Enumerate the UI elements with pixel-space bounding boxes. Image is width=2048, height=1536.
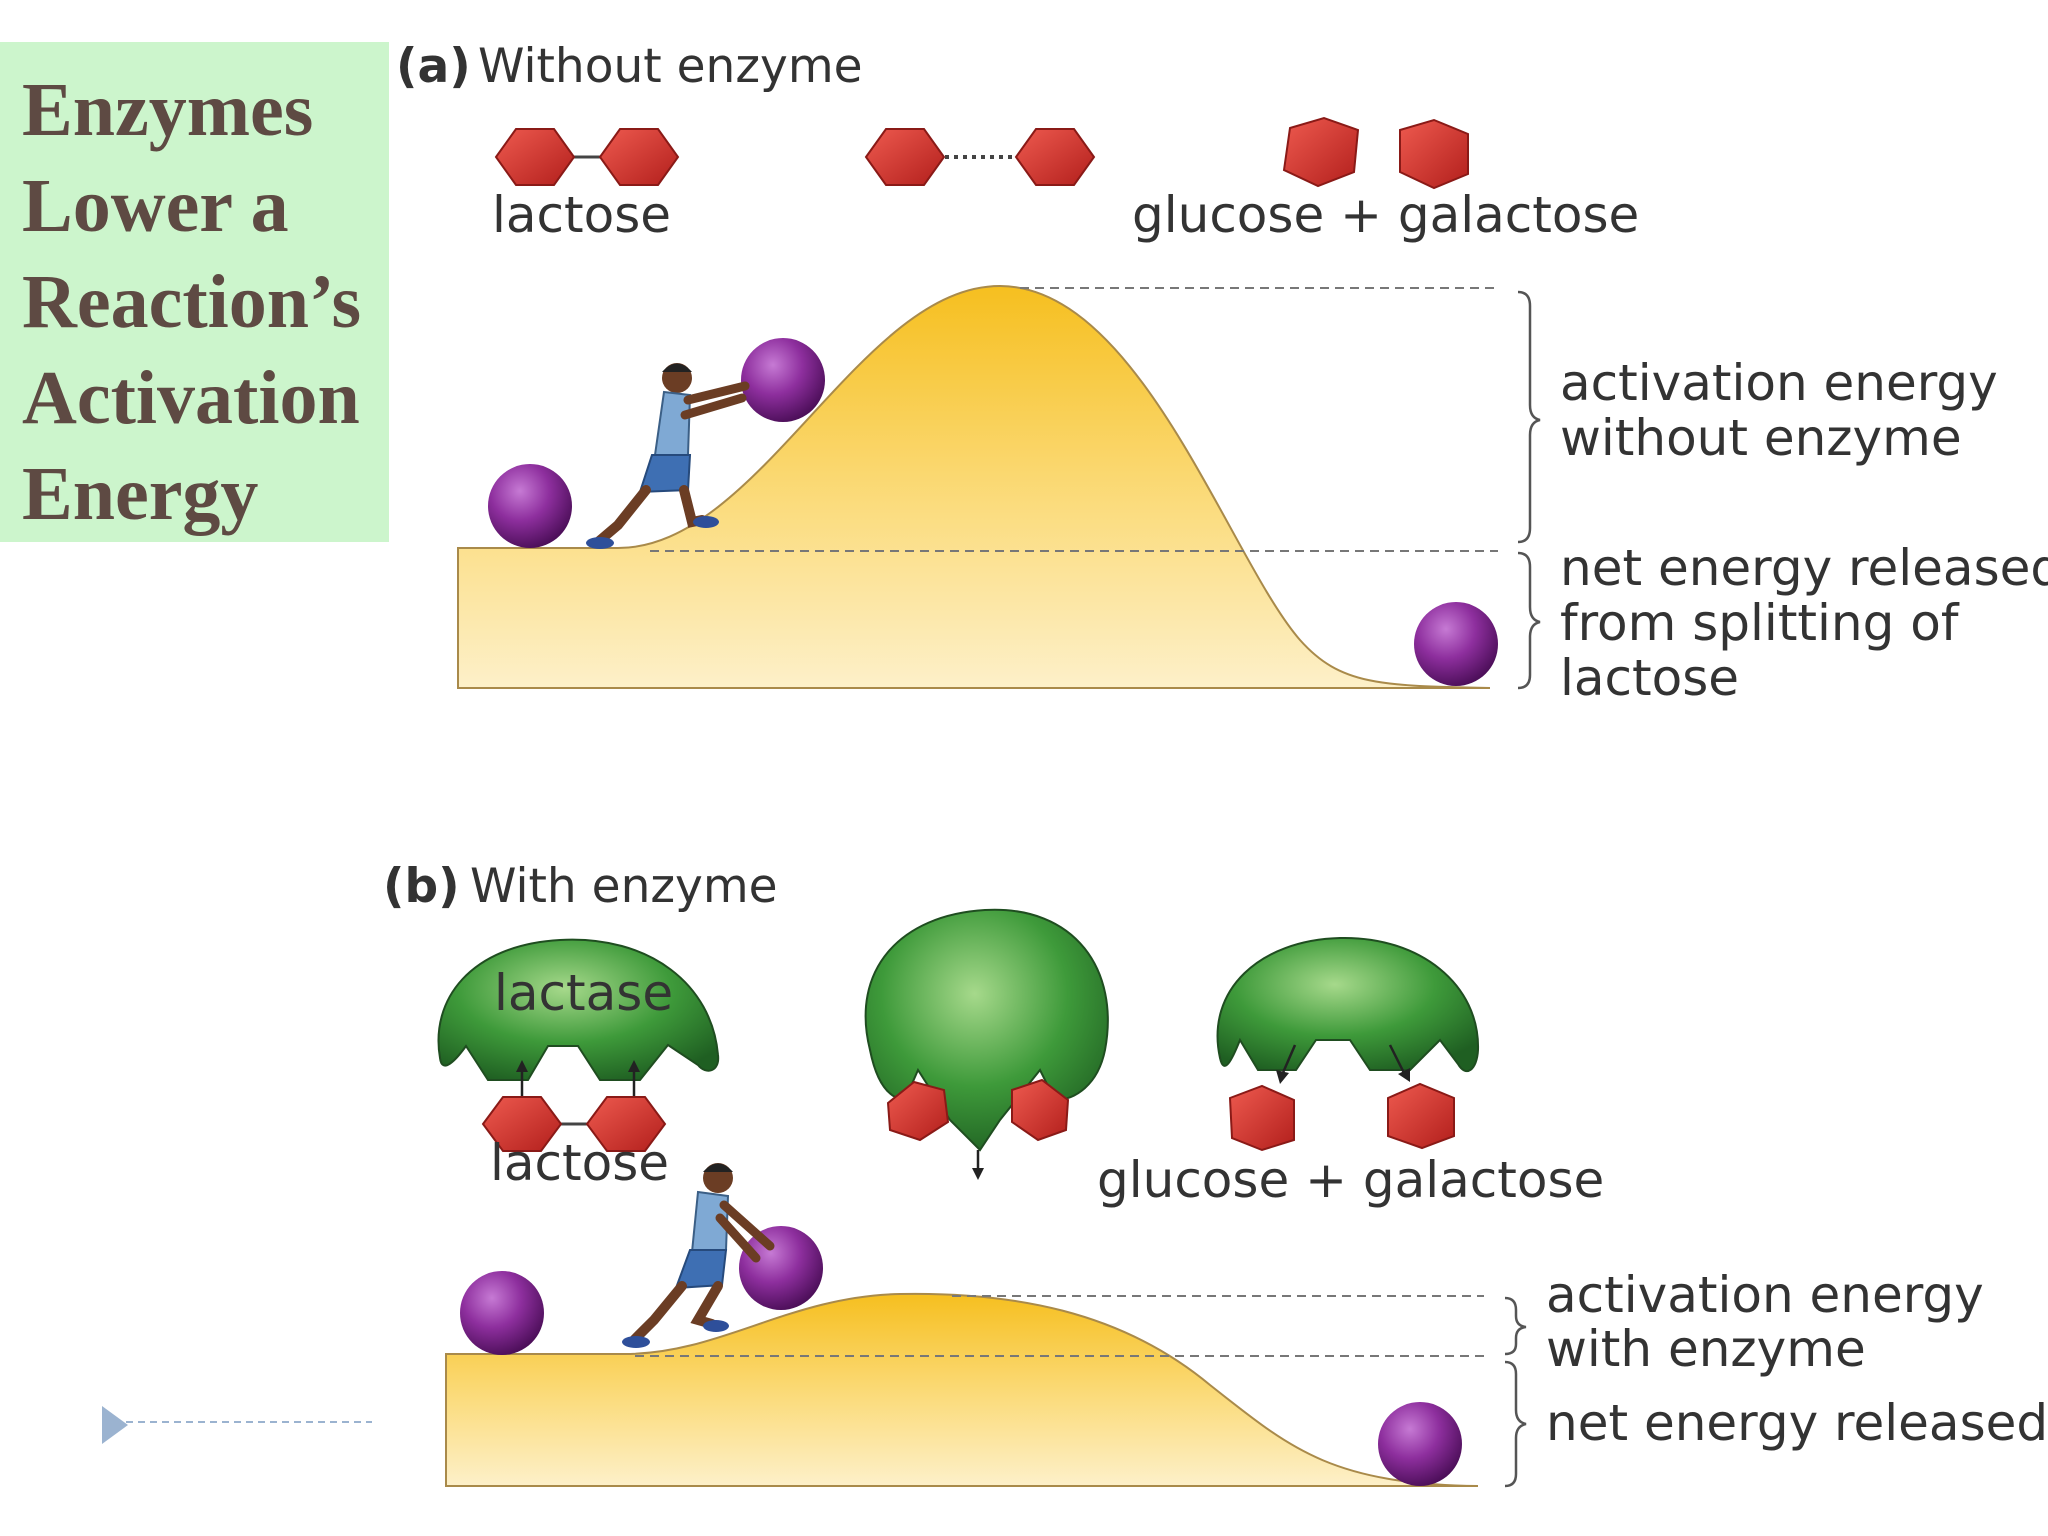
title-line-4: Activation <box>22 356 360 440</box>
panel-a-net-label-3: lactose <box>1560 649 1739 707</box>
panel-b: (b) With enzyme lactase lactose <box>383 859 2048 1488</box>
title-box: Enzymes Lower a Reaction’s Activation En… <box>0 42 389 542</box>
panel-b-net-brace <box>1504 1360 1527 1488</box>
panel-b-marker: (b) <box>383 859 460 914</box>
purple-ball-icon <box>741 338 825 422</box>
panel-b-activation-brace <box>1504 1296 1527 1356</box>
title-line-3: Reaction’s <box>22 260 362 344</box>
release-arrow-icon <box>1280 1044 1297 1076</box>
panel-a-net-brace <box>1517 551 1541 690</box>
panel-a-activation-label-2: without enzyme <box>1560 409 1962 467</box>
panel-a-net-label-2: from splitting of <box>1560 594 1960 652</box>
panel-a-activation-brace <box>1517 290 1541 544</box>
title-line-1: Enzymes <box>22 68 314 152</box>
enzyme-bound-complex-icon <box>864 908 1109 1180</box>
panel-b-activation-label-2: with enzyme <box>1546 1320 1866 1378</box>
nav-triangle-icon[interactable] <box>102 1406 128 1444</box>
panel-b-product-label: glucose + galactose <box>1097 1151 1604 1209</box>
lactose-molecule-icon <box>481 1096 667 1152</box>
glucose-molecule-icon <box>1228 1084 1295 1152</box>
panel-a-product-label: glucose + galactose <box>1132 186 1639 244</box>
panel-a: (a) Without enzyme lactose glucose + gal… <box>396 39 2048 707</box>
energy-hill-without-enzyme <box>457 284 1491 689</box>
glucose-galactose-molecules-icon <box>1282 116 1469 190</box>
purple-ball-icon <box>739 1226 823 1310</box>
galactose-molecule-icon <box>1387 1082 1455 1150</box>
purple-ball-icon <box>1414 602 1498 686</box>
person-pushing-ball-icon <box>622 1163 775 1348</box>
panel-b-lactose-label: lactose <box>490 1134 669 1192</box>
purple-ball-icon <box>460 1271 544 1355</box>
panel-b-lactase-label: lactase <box>494 964 673 1022</box>
lactose-molecule-icon <box>494 128 680 186</box>
panel-b-heading: With enzyme <box>470 859 778 914</box>
energy-hill-with-enzyme <box>445 1292 1479 1487</box>
enzyme-blob-icon <box>1216 936 1480 1072</box>
panel-a-activation-label-1: activation energy <box>1560 354 1998 412</box>
panel-a-heading: Without enzyme <box>478 39 863 94</box>
panel-a-lactose-label: lactose <box>492 186 671 244</box>
splitting-molecule-icon <box>864 128 1096 186</box>
title-line-5: Energy <box>22 452 259 536</box>
person-pushing-ball-icon <box>586 363 750 549</box>
purple-ball-icon <box>488 464 572 548</box>
panel-b-net-label-1: net energy released <box>1546 1394 2048 1452</box>
title-line-2: Lower a <box>22 164 289 248</box>
panel-a-net-label-1: net energy released <box>1560 539 2048 597</box>
panel-b-activation-label-1: activation energy <box>1546 1266 1984 1324</box>
enzyme-blob-icon <box>437 938 720 1081</box>
panel-a-marker: (a) <box>396 39 471 94</box>
purple-ball-icon <box>1378 1402 1462 1486</box>
release-arrow-icon <box>1388 1044 1407 1076</box>
